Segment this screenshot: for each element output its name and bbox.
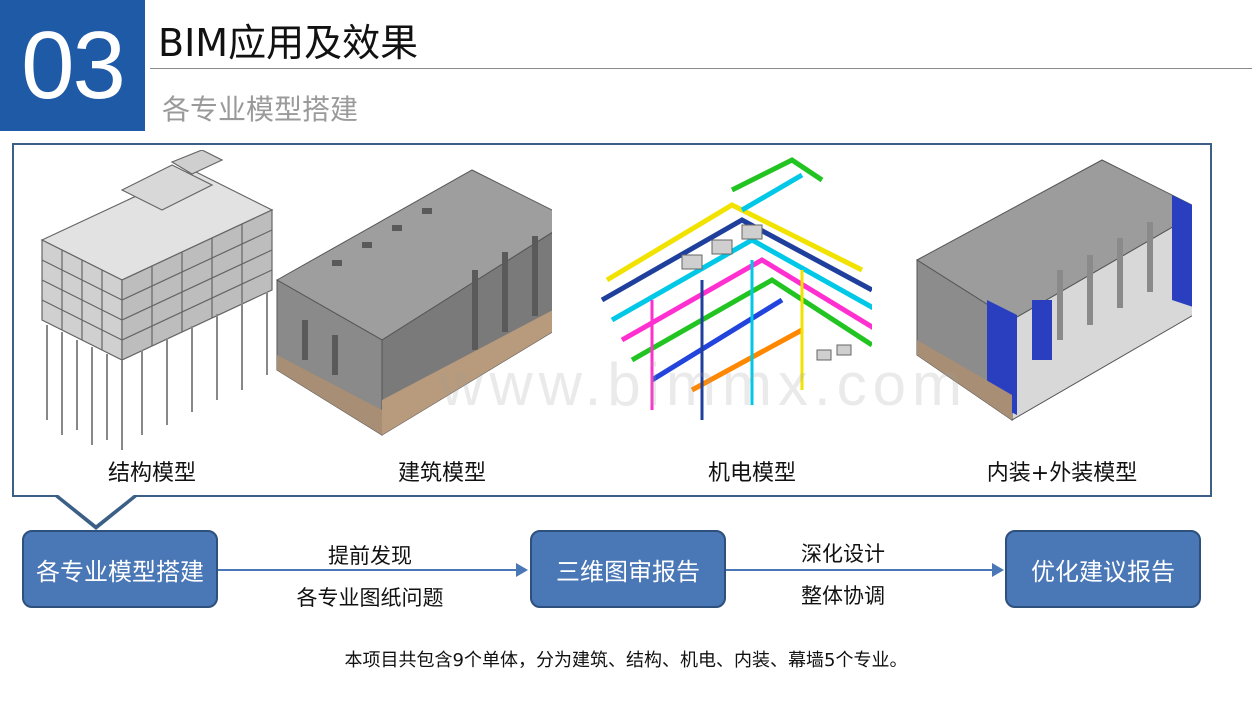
interior-exterior-model-image xyxy=(912,150,1204,450)
section-number: 03 xyxy=(0,0,145,131)
flow-arrow-1-top-label: 提前发现 xyxy=(328,544,412,568)
structural-model-image xyxy=(22,149,302,450)
title-divider xyxy=(150,68,1252,69)
watermark: www.bimmx.com xyxy=(440,351,969,418)
footer-note: 本项目共包含9个单体，分为建筑、结构、机电、内装、幕墙5个专业。 xyxy=(344,650,908,671)
architectural-model-image xyxy=(272,150,574,450)
flow-arrow-2 xyxy=(726,569,994,571)
flow-arrow-1 xyxy=(218,569,518,571)
flow-arrow-2-bottom-label: 整体协调 xyxy=(801,584,885,608)
page-title: BIM应用及效果 xyxy=(158,21,419,65)
flow-step-optimization-report: 优化建议报告 xyxy=(1005,530,1201,608)
flow-step-3d-review-report: 三维图审报告 xyxy=(530,530,726,608)
architectural-model-label: 建筑模型 xyxy=(397,461,486,486)
flow-arrow-1-bottom-label: 各专业图纸问题 xyxy=(296,586,444,610)
flow-arrow-2-top-label: 深化设计 xyxy=(801,542,885,566)
flow-step-model-building: 各专业模型搭建 xyxy=(22,530,218,608)
mep-model-label: 机电模型 xyxy=(707,461,796,486)
structural-model-label: 结构模型 xyxy=(107,461,196,486)
mep-model-image xyxy=(592,150,879,450)
page-subtitle: 各专业模型搭建 xyxy=(162,93,359,126)
interior-exterior-model-label: 内装+外装模型 xyxy=(986,461,1138,486)
